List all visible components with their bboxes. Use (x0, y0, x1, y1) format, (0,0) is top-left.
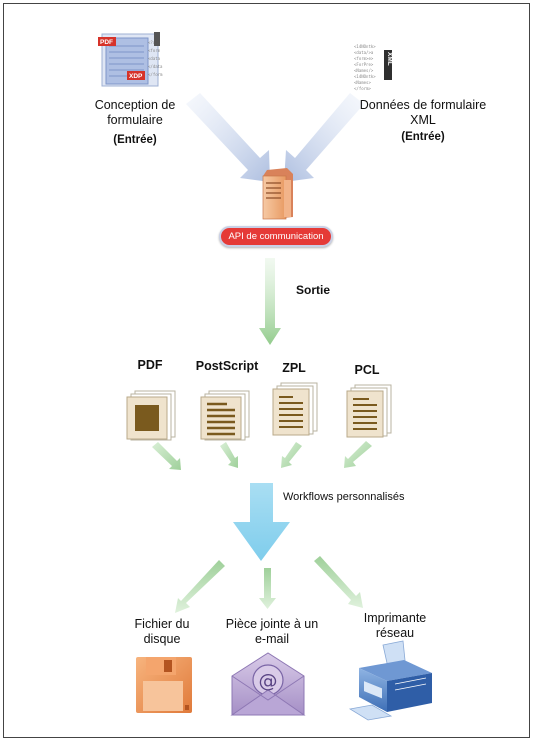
design-input-label: Conception de formulaire (Entrée) (80, 98, 190, 148)
disk-destination-arrow (175, 560, 225, 613)
email-envelope-icon: @ (230, 652, 306, 716)
form-design-icon: <?xml<form<data </data</form (98, 32, 163, 87)
xml-data-icon: <14NOntk><data/>a <form>e><ForPre> <Name… (354, 44, 392, 91)
format-label-zpl: ZPL (282, 361, 306, 375)
xml-badge: XML (386, 52, 393, 66)
pdf-document-icon (126, 390, 176, 441)
xml-input-line1: Données de formulaire (359, 98, 487, 112)
format-label-pcl: PCL (354, 363, 380, 377)
format-label-postscript: PostScript (195, 359, 259, 373)
svg-text:</data: </data (148, 64, 163, 69)
disk-destination-line2: disque (143, 632, 181, 646)
svg-text:<14NOntk>: <14NOntk> (354, 44, 376, 49)
printer-panel-lines (394, 677, 427, 691)
network-printer-icon (348, 640, 432, 721)
output-arrow (259, 258, 281, 345)
svg-text:<ForPre>: <ForPre> (354, 62, 374, 67)
disk-destination-line1: Fichier du (134, 617, 190, 631)
pcl-document-icon (346, 384, 392, 438)
design-input-line2: formulaire (107, 113, 163, 127)
xml-input-line2: XML (410, 113, 436, 127)
server-icon (262, 168, 293, 220)
printer-destination-line2: réseau (375, 626, 415, 640)
postscript-merge-arrow (220, 442, 238, 468)
email-destination-label: Pièce jointe à un e-mail (213, 617, 331, 647)
workflow-label: Workflows personnalisés (283, 491, 405, 503)
design-input-arrow (186, 93, 270, 182)
floppy-disk-icon (136, 657, 192, 713)
svg-text:<data/>a: <data/>a (354, 50, 374, 55)
email-destination-line2: e-mail (254, 632, 290, 646)
pdf-tag: PDF (100, 39, 113, 46)
postscript-document-icon (200, 390, 250, 441)
xml-input-arrow (284, 93, 364, 182)
format-label-pdf: PDF (137, 358, 163, 372)
pcl-merge-arrow (344, 441, 372, 468)
printer-destination-line1: Imprimante (363, 611, 427, 625)
output-label: Sortie (296, 283, 331, 297)
zpl-merge-arrow (281, 442, 302, 468)
svg-text:<Names/>: <Names/> (354, 68, 374, 73)
zpl-document-icon (272, 382, 318, 436)
svg-text:<form>e>: <form>e> (354, 56, 374, 61)
diagram-frame (3, 3, 530, 738)
svg-text:</form: </form (148, 72, 163, 77)
email-destination-arrow (259, 568, 276, 609)
printer-destination-arrow (314, 556, 363, 608)
design-input-note: (Entrée) (113, 134, 157, 146)
printer-destination-label: Imprimante réseau (347, 611, 443, 641)
xdp-tag: XDP (129, 73, 143, 80)
email-destination-line1: Pièce jointe à un (225, 617, 319, 631)
svg-text:<form: <form (148, 48, 161, 53)
xml-input-label: Données de formulaire XML (Entrée) (351, 98, 495, 145)
api-communication-badge: API de communication (219, 226, 333, 247)
workflow-arrow (233, 483, 290, 561)
svg-text:<data: <data (148, 56, 161, 61)
svg-text:<14NOntk>: <14NOntk> (354, 74, 376, 79)
svg-text:@: @ (259, 670, 278, 692)
design-input-line1: Conception de (94, 98, 176, 112)
svg-text:</form>: </form> (354, 86, 371, 91)
disk-destination-label: Fichier du disque (112, 617, 212, 647)
svg-text:<Names>: <Names> (354, 80, 371, 85)
pdf-merge-arrow (152, 442, 181, 470)
xml-input-note: (Entrée) (401, 131, 445, 143)
